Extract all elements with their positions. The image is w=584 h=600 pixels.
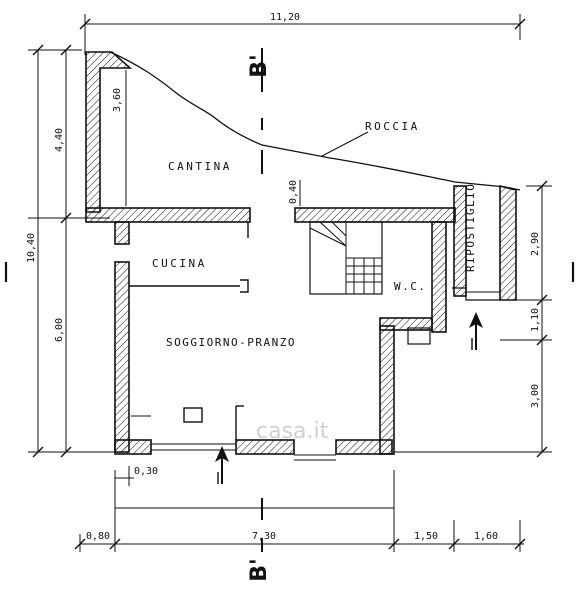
dim-right-lower: 3,00 <box>530 384 541 408</box>
dim-top-total: 11,20 <box>270 12 300 23</box>
label-cantina: CANTINA <box>168 160 232 173</box>
right-dimension-lines <box>394 180 575 458</box>
section-mark-bottom: B' <box>247 558 272 582</box>
label-wc: W.C. <box>394 280 427 293</box>
entry-arrow-side <box>469 312 483 350</box>
bottom-dimension-lines <box>74 466 526 552</box>
label-soggiorno-pranzo: SOGGIORNO-PRANZO <box>166 336 296 349</box>
dim-wall-thickness: 0,30 <box>134 466 158 477</box>
dim-bottom-b: 7,30 <box>252 531 276 542</box>
watermark: casa.it <box>256 419 329 444</box>
dim-left-upper: 4,40 <box>54 128 65 152</box>
walls <box>85 51 517 455</box>
dim-step: 0,40 <box>288 180 299 204</box>
label-roccia: ROCCIA <box>365 120 420 133</box>
entry-arrow-front <box>215 446 229 484</box>
dim-bottom-c: 1,50 <box>414 531 438 542</box>
dim-right-upper: 2,90 <box>530 232 541 256</box>
rock-profile <box>109 51 521 191</box>
section-mark-top: B' <box>247 54 272 78</box>
top-dimension-line <box>79 14 526 55</box>
dim-left-lower: 6,00 <box>54 318 65 342</box>
dim-left-total: 10,40 <box>26 233 37 263</box>
dim-bottom-a: 0,80 <box>86 531 110 542</box>
dim-right-mid: 1,10 <box>530 308 541 332</box>
label-cucina: CUCINA <box>152 257 207 270</box>
roccia-leader <box>321 131 369 157</box>
dim-inner-wall-height: 3,60 <box>112 88 123 112</box>
left-dimension-lines <box>4 44 120 458</box>
label-ripostiglio: RIPOSTIGLIO <box>464 183 477 272</box>
dim-bottom-d: 1,60 <box>474 531 498 542</box>
interior-details <box>128 221 500 461</box>
